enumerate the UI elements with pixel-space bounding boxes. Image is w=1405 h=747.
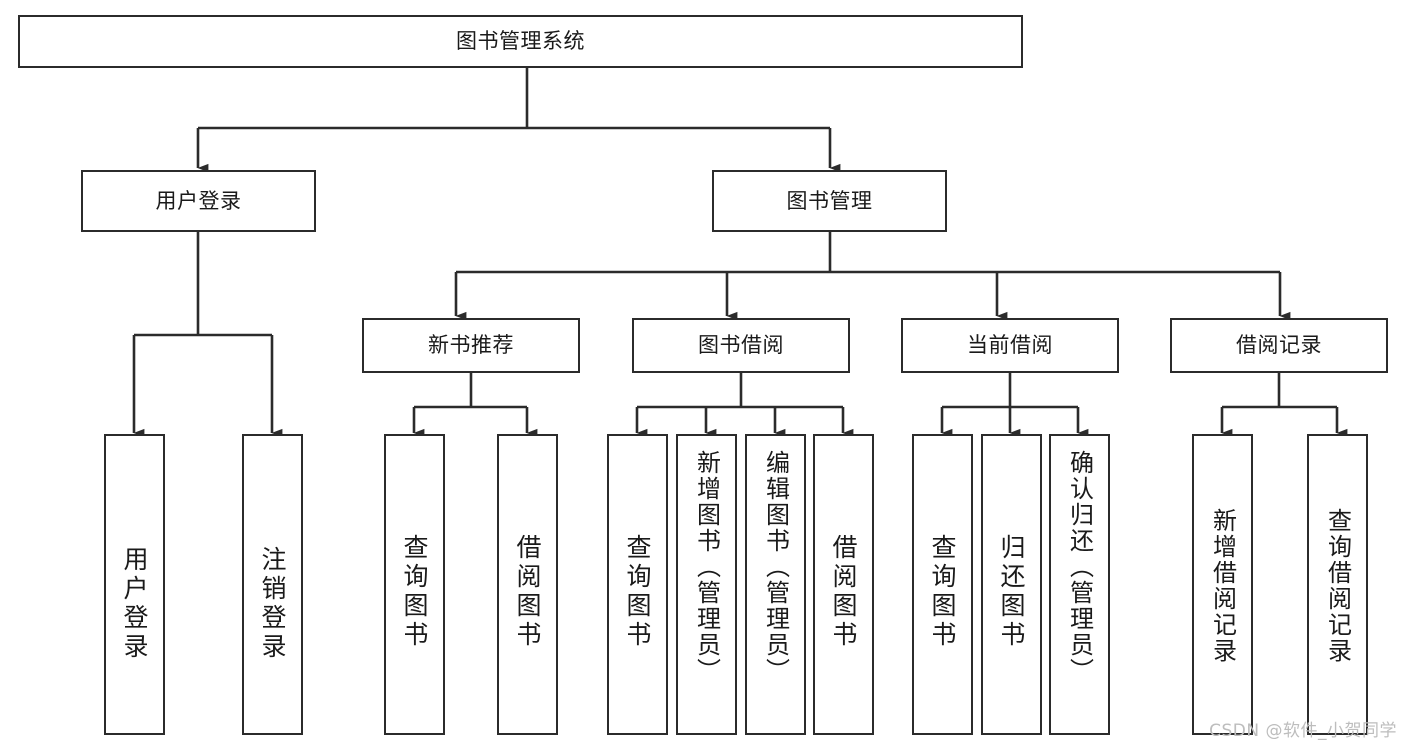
node-current-borrow[interactable]: 当前借阅 <box>901 318 1119 373</box>
node-label: 借阅记录 <box>1236 333 1322 358</box>
node-leaf-edit-book[interactable]: 编辑图书（管理员） <box>745 434 806 735</box>
csdn-watermark: CSDN @软件_小贺同学 <box>1209 721 1397 741</box>
node-label: 新增借阅记录 <box>1208 508 1237 664</box>
node-label: 确认归还（管理员） <box>1065 450 1094 684</box>
node-label: 查询图书 <box>623 534 652 650</box>
node-label: 新增图书（管理员） <box>692 450 721 684</box>
node-new-book-recommend[interactable]: 新书推荐 <box>362 318 580 373</box>
node-label: 当前借阅 <box>967 333 1053 358</box>
node-leaf-query-record[interactable]: 查询借阅记录 <box>1307 434 1368 735</box>
node-leaf-confirm-return[interactable]: 确认归还（管理员） <box>1049 434 1110 735</box>
node-label: 图书管理系统 <box>456 29 585 54</box>
node-book-borrow[interactable]: 图书借阅 <box>632 318 850 373</box>
node-root-system[interactable]: 图书管理系统 <box>18 15 1023 68</box>
node-label: 新书推荐 <box>428 333 514 358</box>
node-label: 编辑图书（管理员） <box>761 450 790 684</box>
node-leaf-add-book[interactable]: 新增图书（管理员） <box>676 434 737 735</box>
node-label: 图书借阅 <box>698 333 784 358</box>
node-label: 图书管理 <box>786 188 873 213</box>
node-label: 注销登录 <box>258 546 287 662</box>
node-label: 借阅图书 <box>829 534 858 650</box>
node-leaf-borrow-book-1[interactable]: 借阅图书 <box>497 434 558 735</box>
node-leaf-query-book-3[interactable]: 查询图书 <box>912 434 973 735</box>
node-leaf-add-record[interactable]: 新增借阅记录 <box>1192 434 1253 735</box>
node-label: 查询借阅记录 <box>1323 508 1352 664</box>
node-label: 归还图书 <box>997 534 1026 650</box>
node-label: 查询图书 <box>928 534 957 650</box>
node-leaf-logout-login[interactable]: 注销登录 <box>242 434 303 735</box>
node-leaf-return-book[interactable]: 归还图书 <box>981 434 1042 735</box>
node-borrow-record[interactable]: 借阅记录 <box>1170 318 1388 373</box>
node-label: 用户登录 <box>155 188 242 213</box>
node-label: 用户登录 <box>120 546 149 662</box>
node-leaf-borrow-book-2[interactable]: 借阅图书 <box>813 434 874 735</box>
node-leaf-user-login[interactable]: 用户登录 <box>104 434 165 735</box>
node-leaf-query-book-2[interactable]: 查询图书 <box>607 434 668 735</box>
node-leaf-query-book-1[interactable]: 查询图书 <box>384 434 445 735</box>
node-user-login[interactable]: 用户登录 <box>81 170 316 232</box>
node-book-manage[interactable]: 图书管理 <box>712 170 947 232</box>
node-label: 查询图书 <box>400 534 429 650</box>
node-label: 借阅图书 <box>513 534 542 650</box>
